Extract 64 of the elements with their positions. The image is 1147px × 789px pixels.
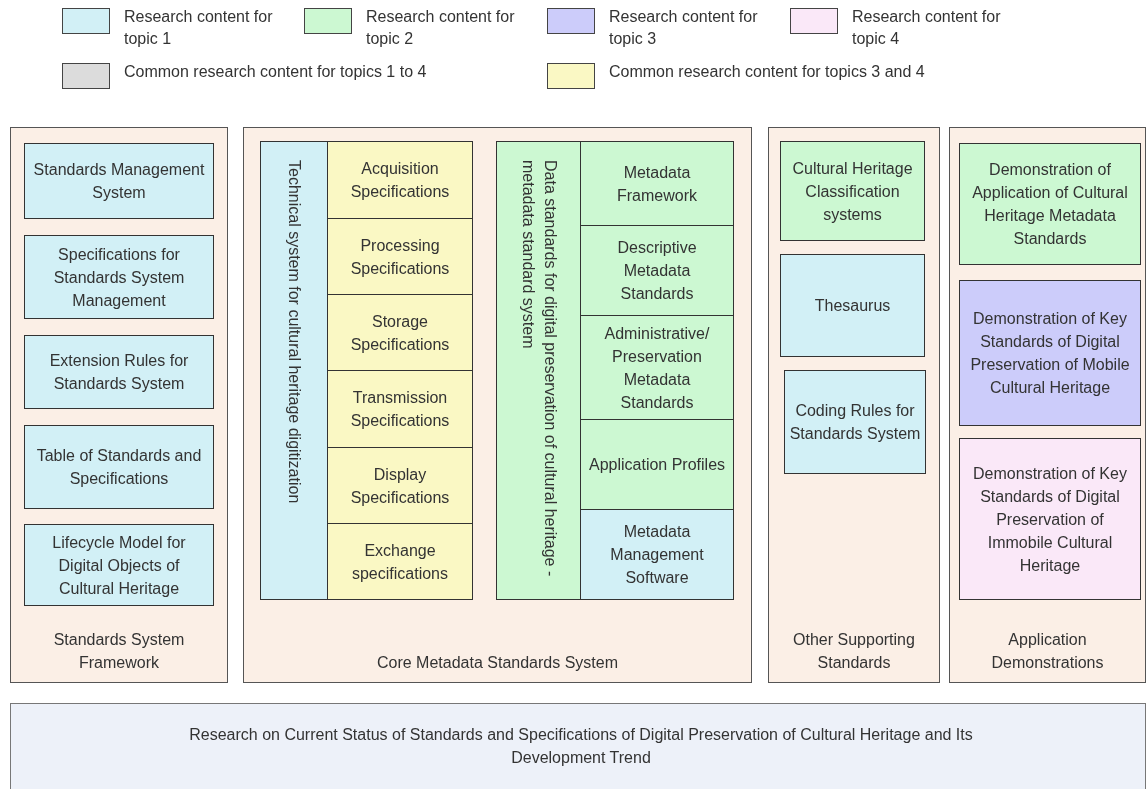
box-label: Storage Specifications — [349, 311, 451, 355]
category-panel — [243, 127, 752, 683]
category-panel — [949, 127, 1146, 683]
topic-box — [580, 315, 734, 420]
topic-box — [580, 225, 734, 316]
panel-title: Other Supporting Standards — [792, 630, 916, 673]
system-column — [260, 141, 328, 600]
box-label: Research on Current Status of Standards and Specifications of Digital Preservation of Cultural Heritage and Its Development Trend — [188, 725, 974, 768]
topic-box — [327, 447, 473, 524]
box-label: Lifecycle Model for Digital Objects of Cultural Heritage — [51, 532, 187, 599]
topic-box — [327, 294, 473, 371]
topic-box — [24, 524, 214, 606]
box-label: Administrative/ Preservation Metadata Standards — [603, 323, 711, 413]
research-band — [10, 703, 1146, 789]
topic-box — [959, 143, 1141, 265]
legend-label: Common research content for topics 3 and 4 — [609, 62, 926, 82]
category-panel — [10, 127, 228, 683]
box-label: Acquisition Specifications — [349, 159, 451, 202]
legend-label: Research content for topic 1 — [124, 7, 274, 49]
box-label: Exchange specifications — [350, 540, 449, 584]
box-label: Standards Management System — [32, 160, 206, 203]
legend-label: Common research content for topics 1 to 4 — [124, 62, 428, 82]
topic-box — [24, 335, 214, 409]
box-label: Metadata Framework — [616, 162, 698, 206]
box-label: Demonstration of Key Standards of Digital Preservation of Mobile Cultural Heritage — [969, 309, 1131, 398]
box-label: Descriptive Metadata Standards — [616, 238, 698, 304]
topic-box — [780, 254, 925, 357]
topic-box — [780, 141, 925, 241]
box-label: Specifications for Standards System Management — [52, 244, 186, 311]
box-label: Demonstration of Key Standards of Digital Preservation of Immobile Cultural Heritage — [972, 463, 1128, 576]
topic-box — [580, 509, 734, 600]
panel-title: Standards System Framework — [52, 630, 186, 673]
topic-box — [24, 425, 214, 509]
box-label: Data standards for digital preservation of cultural heritage - metadata standard system — [518, 159, 560, 579]
panel-title: Application Demonstrations — [990, 630, 1105, 673]
topic-box — [327, 523, 473, 600]
box-label: Display Specifications — [349, 464, 451, 508]
topic-box — [327, 218, 473, 295]
system-column — [496, 141, 581, 600]
legend-label: Research content for topic 2 — [366, 7, 516, 49]
box-label: Processing Specifications — [349, 235, 451, 279]
box-label: Metadata Management Software — [609, 522, 705, 588]
box-label: Coding Rules for Standards System — [788, 401, 922, 444]
topic-box — [327, 141, 473, 219]
topic-box — [24, 143, 214, 219]
panel-title: Core Metadata Standards System — [376, 653, 619, 673]
box-label: Extension Rules for Standards System — [48, 351, 190, 394]
topic-box — [24, 235, 214, 319]
box-label: Transmission Specifications — [349, 388, 451, 431]
topic-box — [784, 370, 926, 474]
box-label: Thesaurus — [813, 296, 892, 316]
topic-box — [580, 141, 734, 226]
topic-box — [580, 419, 734, 510]
topic-box — [327, 370, 473, 448]
box-label: Cultural Heritage Classification systems — [791, 158, 914, 225]
topic-box — [959, 280, 1141, 426]
legend-label: Research content for topic 4 — [852, 7, 1002, 49]
box-label: Application Profiles — [587, 455, 727, 475]
box-label: Demonstration of Application of Cultural Heritage Metadata Standards — [971, 160, 1129, 249]
topic-box — [959, 438, 1141, 600]
box-label: Technical system for cultural heritage digitization — [285, 159, 304, 506]
category-panel — [768, 127, 940, 683]
box-label: Table of Standards and Specifications — [35, 446, 203, 489]
legend-label: Research content for topic 3 — [609, 7, 759, 49]
